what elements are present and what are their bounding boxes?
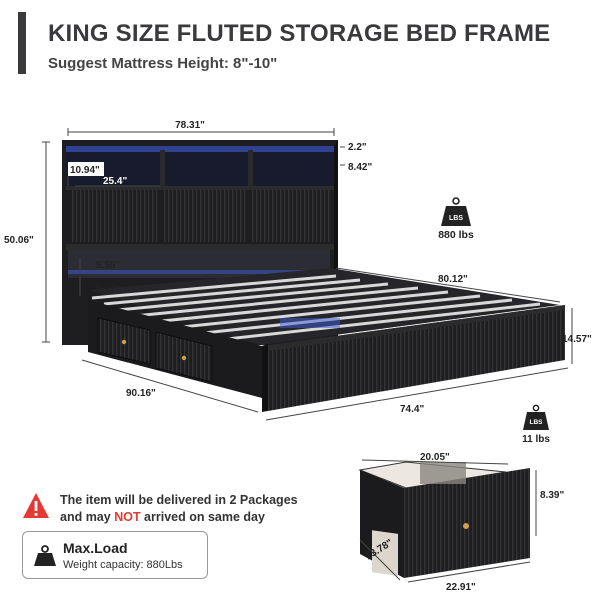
headboard — [62, 140, 338, 345]
side-rail — [88, 300, 262, 398]
page-subtitle: Suggest Mattress Height: 8"-10" — [48, 55, 278, 72]
notice-pre: and may — [60, 510, 115, 524]
drawer-dim-length: 22.91" — [446, 582, 476, 593]
warning-icon — [23, 493, 49, 518]
dim-total-height: 50.06" — [4, 235, 34, 246]
drawer-knob-icon — [121, 339, 127, 345]
dim-rail-height: 9.17" — [96, 284, 120, 295]
drawer-knob-icon — [181, 355, 187, 361]
drawer-weight: 11 lbs — [522, 434, 550, 445]
max-load-box: Max.Load Weight capacity: 880Lbs — [22, 531, 208, 579]
bed-slats — [90, 268, 560, 345]
drawer-weight-icon-label: LBS — [530, 419, 544, 426]
drawer-dim-height: 8.39" — [540, 490, 564, 501]
drawer-illustration — [358, 461, 530, 578]
dimension-lines — [42, 128, 573, 421]
weight-icon — [441, 197, 471, 226]
dim-side-depth: 90.16" — [126, 388, 156, 399]
drawer-knob-icon — [463, 523, 469, 529]
title-accent-bar — [18, 12, 26, 74]
notice-post: arrived on same day — [140, 510, 265, 524]
drawer-dim-width: 20.05" — [420, 452, 450, 463]
dim-footboard-height: 14.57" — [562, 334, 592, 345]
dim-shelf-depth: 10.94" — [70, 165, 100, 176]
max-load-title: Max.Load — [63, 540, 128, 556]
bed-weight: 880 lbs — [438, 229, 474, 241]
delivery-notice-line2: and may NOT arrived on same day — [60, 509, 298, 526]
weight-icon-label: LBS — [449, 215, 463, 222]
delivery-notice: The item will be delivered in 2 Packages… — [22, 490, 322, 526]
drawer-weight-icon — [523, 404, 549, 430]
dim-length: 80.12" — [438, 274, 468, 285]
drawer-dimension-lines — [359, 459, 537, 583]
dim-front-width: 74.4" — [400, 404, 424, 415]
notice-not: NOT — [114, 510, 141, 524]
max-load-capacity: Weight capacity: 880Lbs — [63, 559, 183, 571]
delivery-notice-line1: The item will be delivered in 2 Packages — [60, 493, 298, 507]
dim-shelf-height: 8.42" — [348, 162, 372, 173]
page-title: KING SIZE FLUTED STORAGE BED FRAME — [48, 20, 551, 47]
dim-lamp-gap: 5.59" — [96, 260, 120, 271]
weight-icon — [34, 545, 56, 566]
delivery-notice-text: The item will be delivered in 2 Packages… — [60, 492, 298, 526]
dim-shelf-width: 25.4" — [103, 176, 127, 187]
footboard — [262, 305, 565, 412]
dim-shelf-top: 2.2" — [348, 142, 367, 153]
dim-width-top: 78.31" — [175, 120, 205, 131]
